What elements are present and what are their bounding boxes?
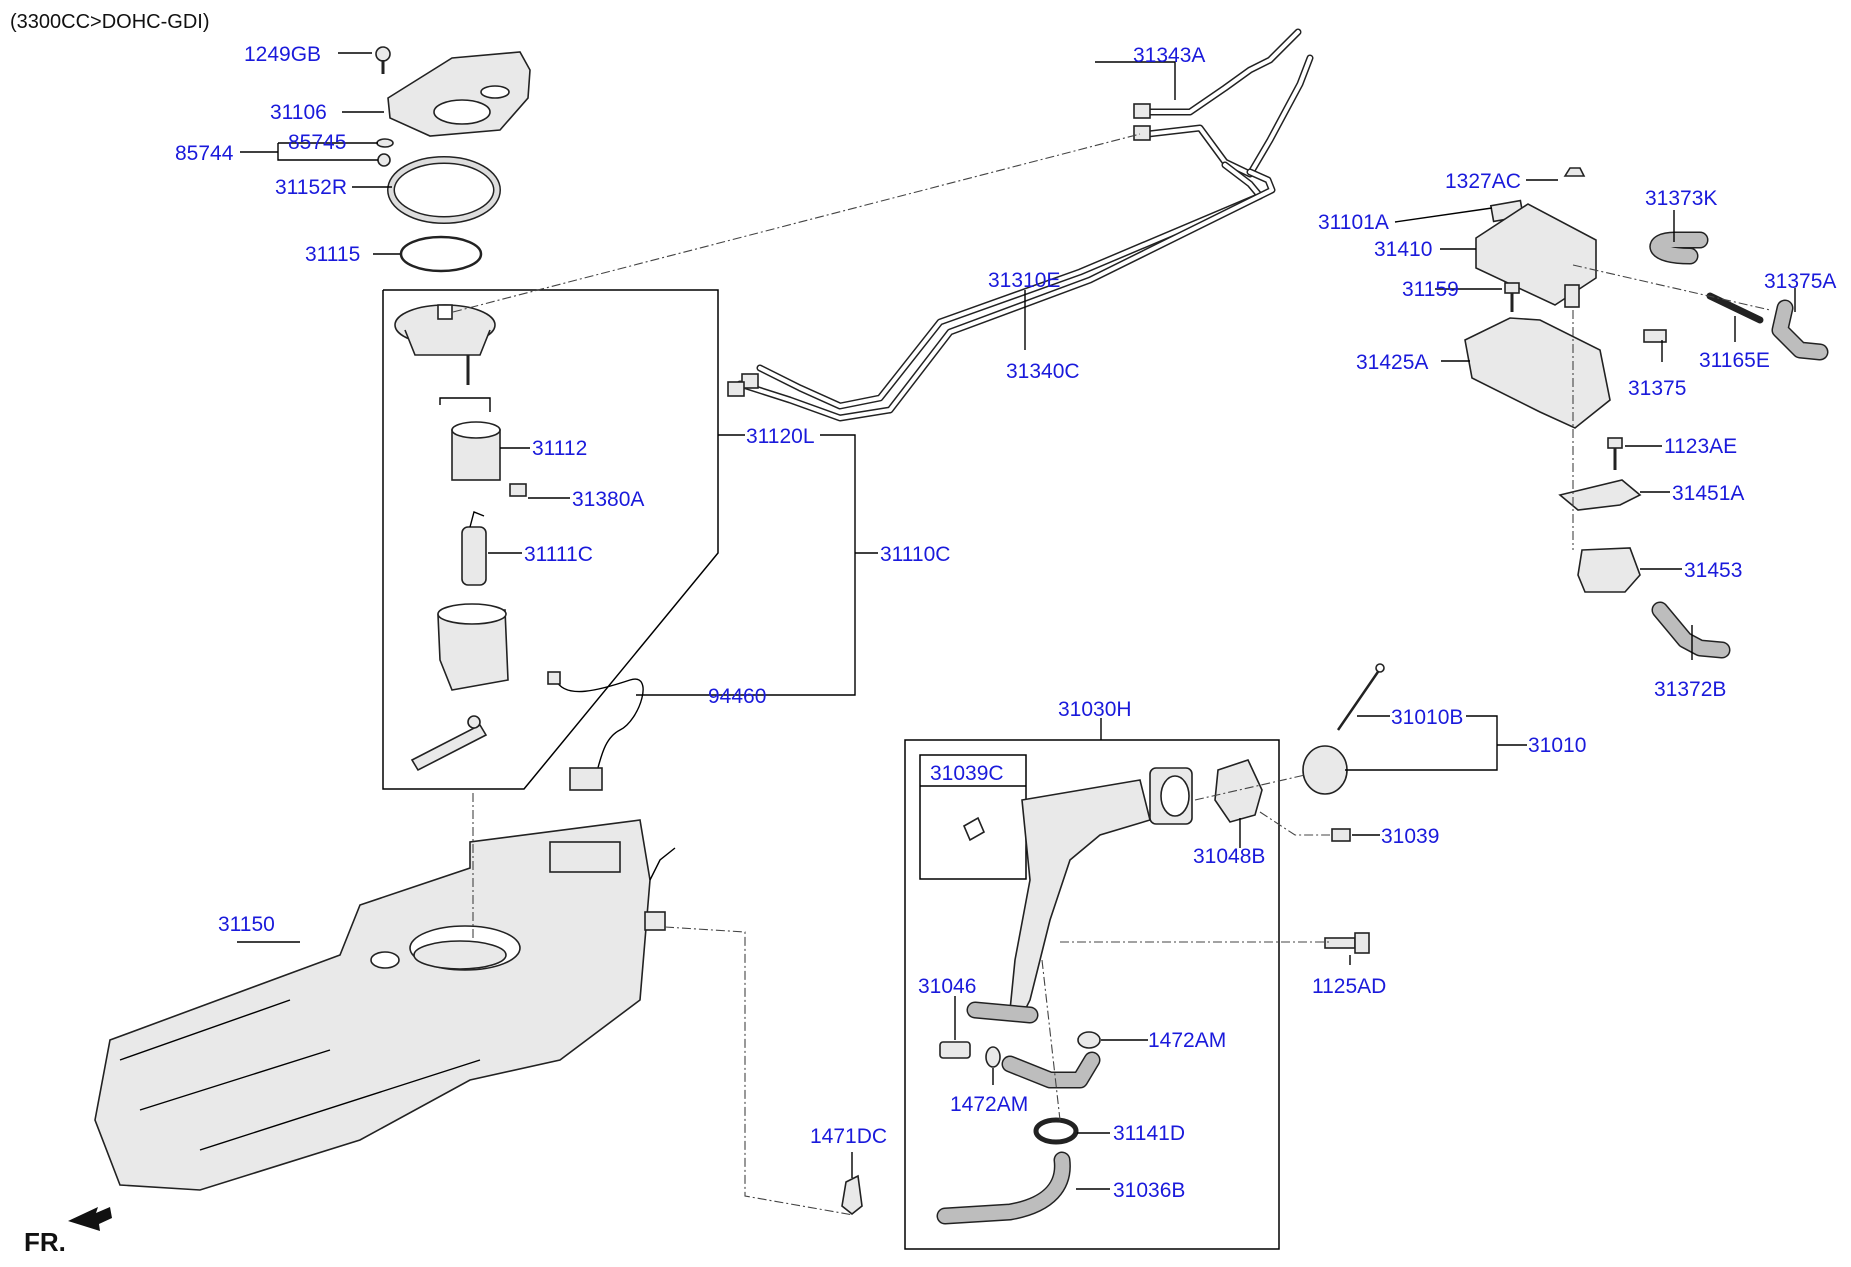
- fuel-cap-31010-part: [1302, 663, 1385, 795]
- label-31375[interactable]: 31375: [1628, 377, 1686, 400]
- clamp-1472AM-a-part: [1077, 1031, 1101, 1049]
- pump-flange-part: [394, 304, 496, 385]
- label-1472AM-b[interactable]: 1472AM: [950, 1093, 1028, 1116]
- clamp-31141D-part: [1033, 1117, 1079, 1145]
- hose-31372B-part: [1651, 601, 1731, 659]
- cover-31106-part: [387, 51, 531, 137]
- reservoir-part: [437, 603, 509, 691]
- cap-1327AC-part: [1563, 167, 1586, 177]
- connector-31165E-part: [1706, 292, 1764, 324]
- label-1123AE[interactable]: 1123AE: [1664, 435, 1737, 458]
- label-85744[interactable]: 85744: [175, 142, 234, 165]
- label-31112[interactable]: 31112: [532, 437, 587, 460]
- bolt-1125AD-part: [1324, 932, 1370, 954]
- label-31010B[interactable]: 31010B: [1391, 706, 1463, 729]
- hose-31036B-part: [936, 1151, 1071, 1225]
- label-31451A[interactable]: 31451A: [1672, 482, 1744, 505]
- label-31048B[interactable]: 31048B: [1193, 845, 1265, 868]
- label-31106[interactable]: 31106: [270, 101, 327, 124]
- bolt-1249GB-part: [375, 46, 391, 74]
- label-31010[interactable]: 31010: [1528, 734, 1586, 757]
- label-31115[interactable]: 31115: [305, 243, 360, 266]
- engine-note: (3300CC>DOHC-GDI): [10, 11, 209, 33]
- sender-94460-part: [547, 671, 644, 791]
- label-31030H[interactable]: 31030H: [1058, 698, 1132, 721]
- filler-neck-group-box: [904, 739, 1280, 1250]
- label-31101A[interactable]: 31101A: [1318, 211, 1389, 234]
- label-31150[interactable]: 31150: [218, 913, 275, 936]
- label-31165E[interactable]: 31165E: [1699, 349, 1770, 372]
- label-31380A[interactable]: 31380A: [572, 488, 644, 511]
- pump-module-group-box: [382, 289, 719, 790]
- label-31453[interactable]: 31453: [1684, 559, 1742, 582]
- bolt-31159-part: [1504, 282, 1520, 312]
- fuel-tank-31150-part: [94, 819, 676, 1191]
- bolt-1123AE-part: [1607, 437, 1623, 470]
- oring-31115-part: [399, 235, 483, 273]
- ring-31152R-part: [387, 156, 501, 224]
- label-94460[interactable]: 94460: [708, 685, 766, 708]
- screw-85744-part: [377, 153, 391, 167]
- bracket-31451A-part: [1558, 479, 1642, 511]
- label-1327AC[interactable]: 1327AC: [1445, 170, 1521, 193]
- label-31036B[interactable]: 31036B: [1113, 1179, 1185, 1202]
- label-1249GB[interactable]: 1249GB: [244, 43, 321, 66]
- float-arm-part: [410, 715, 488, 772]
- valve-31046-part: [939, 1041, 971, 1059]
- label-1471DC[interactable]: 1471DC: [810, 1125, 887, 1148]
- label-31425A[interactable]: 31425A: [1356, 351, 1428, 374]
- filter-31453-part: [1577, 547, 1641, 593]
- label-31152R[interactable]: 31152R: [275, 176, 347, 199]
- label-85745[interactable]: 85745: [288, 131, 346, 154]
- valve-31375-part: [1643, 329, 1667, 343]
- fuel-line-31310E-31340C-part: [727, 161, 1276, 422]
- hose-31375A-part: [1771, 299, 1829, 361]
- sensor-31380A-part: [509, 483, 527, 497]
- pump-31112-part: [439, 397, 501, 481]
- clip-1471DC-part: [841, 1174, 863, 1216]
- label-1472AM-a[interactable]: 1472AM: [1148, 1029, 1226, 1052]
- screw-31039-part: [1331, 828, 1351, 842]
- label-1125AD[interactable]: 1125AD: [1312, 975, 1386, 998]
- front-label: FR.: [24, 1227, 66, 1257]
- hose-31373K-part: [1649, 231, 1709, 265]
- clip-31039C-part: [962, 816, 986, 842]
- clamp-1472AM-b-part: [985, 1046, 1001, 1068]
- filler-neck-31030H-part: [966, 767, 1193, 1024]
- label-31141D[interactable]: 31141D: [1113, 1122, 1185, 1145]
- label-31039[interactable]: 31039: [1381, 825, 1439, 848]
- front-direction-indicator: FR.: [24, 1207, 112, 1257]
- label-31046[interactable]: 31046: [918, 975, 976, 998]
- label-31159[interactable]: 31159: [1402, 278, 1459, 301]
- grommet-85745-part: [376, 138, 394, 148]
- label-31039C[interactable]: 31039C: [930, 762, 1004, 785]
- label-31373K[interactable]: 31373K: [1645, 187, 1717, 210]
- label-31343A[interactable]: 31343A: [1133, 44, 1205, 67]
- label-31375A[interactable]: 31375A: [1764, 270, 1836, 293]
- label-31110C[interactable]: 31110C: [880, 543, 950, 566]
- gasket-31048B-part: [1214, 759, 1263, 823]
- filter-31111C-part: [461, 511, 487, 586]
- label-31120L[interactable]: 31120L: [746, 425, 815, 448]
- label-31340C[interactable]: 31340C: [1006, 360, 1080, 383]
- label-31372B[interactable]: 31372B: [1654, 678, 1726, 701]
- label-31111C[interactable]: 31111C: [524, 543, 593, 566]
- bracket-31425A-part: [1464, 317, 1611, 429]
- label-31310E[interactable]: 31310E: [988, 269, 1060, 292]
- label-31410[interactable]: 31410: [1374, 238, 1432, 261]
- canister-31410-part: [1475, 203, 1597, 308]
- hose-small-part: [1001, 1051, 1101, 1089]
